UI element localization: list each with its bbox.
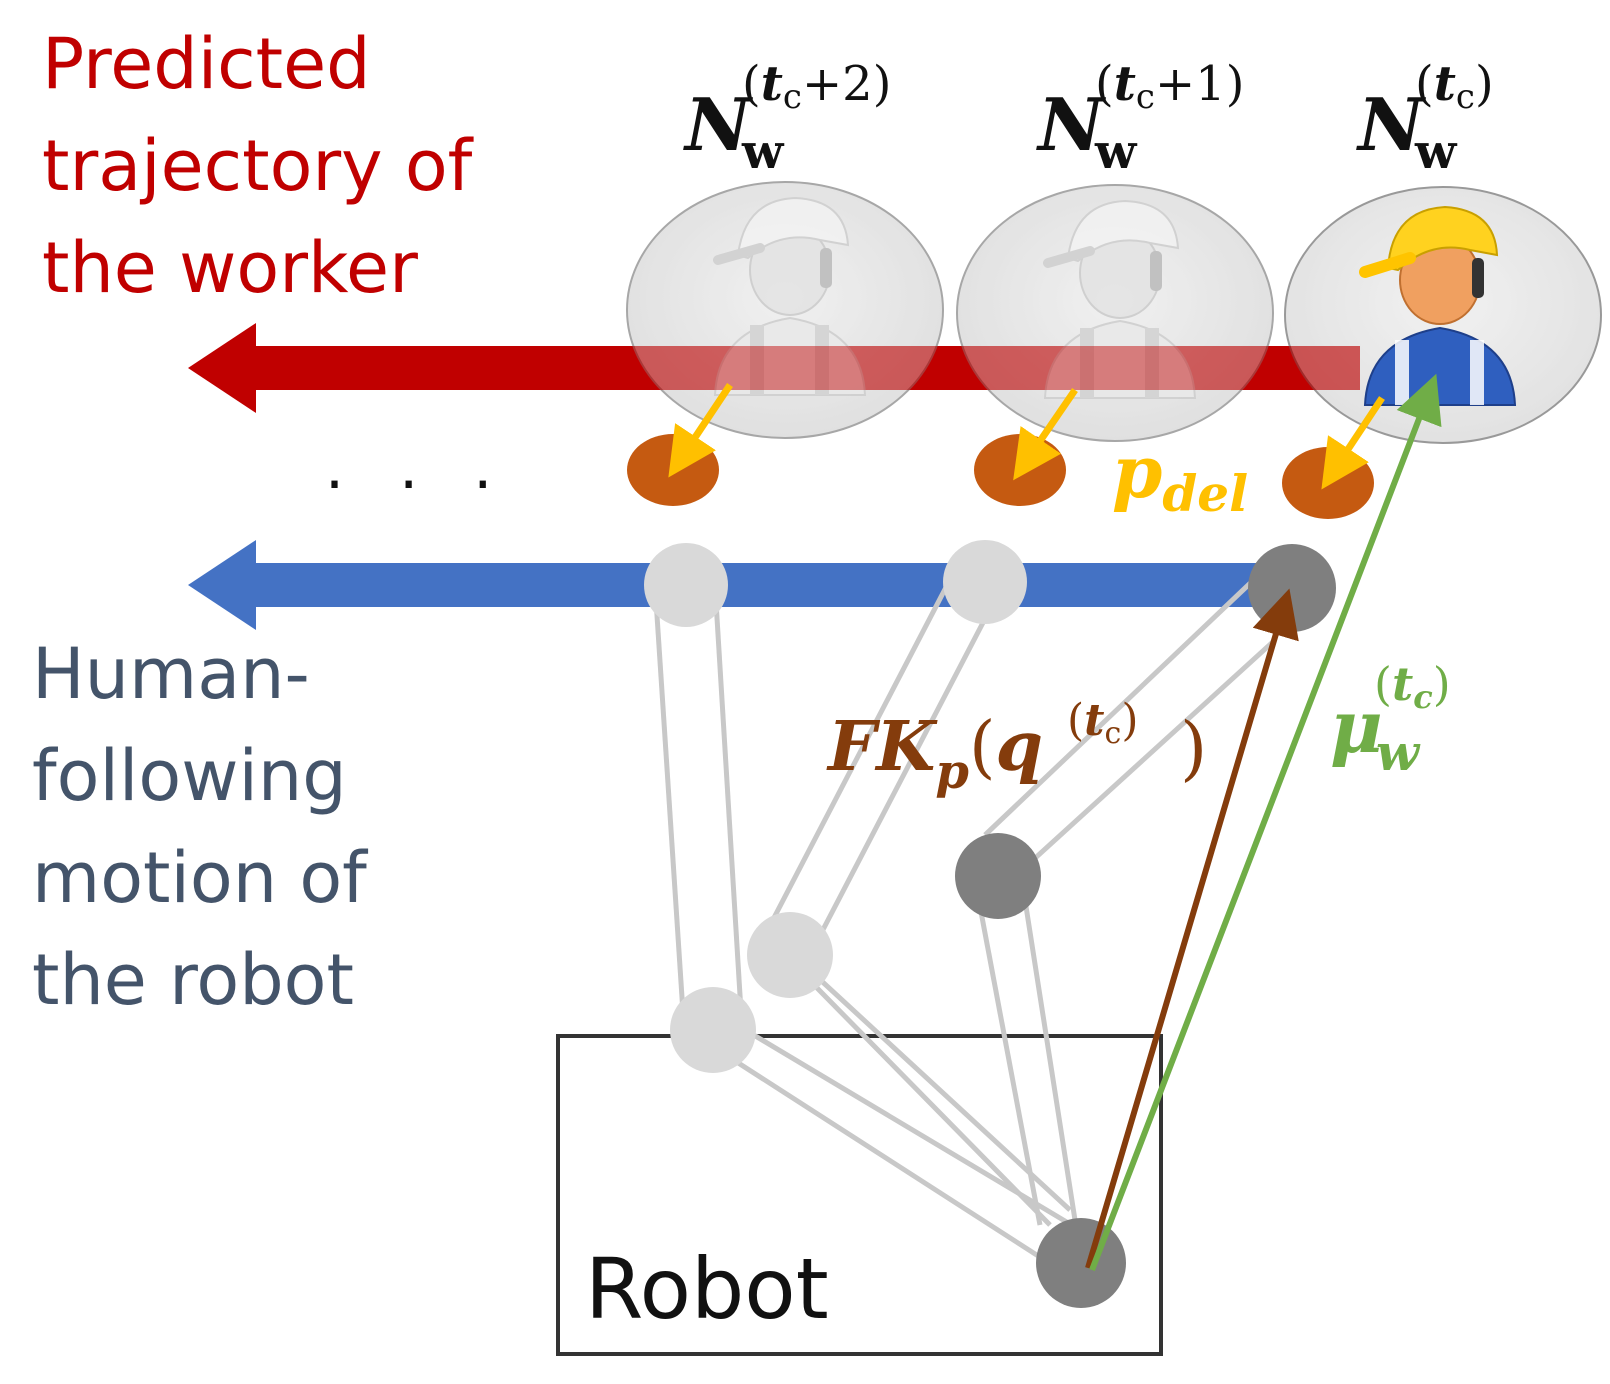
- worker-trajectory-label: Predicted trajectory of the worker: [42, 23, 474, 309]
- robot-label: Robot: [585, 1240, 829, 1338]
- ellipsis-dots: . . .: [325, 433, 510, 503]
- svg-text:): ): [1180, 707, 1207, 789]
- robot-arm-pose-current: [972, 570, 1277, 1226]
- svg-text:FKp(q: FKp(q: [826, 707, 1043, 800]
- worker-node-tc: [1284, 186, 1602, 444]
- svg-text:w: w: [1376, 723, 1421, 782]
- robot-motion-arrow: [188, 540, 1280, 630]
- svg-text:N: N: [1356, 82, 1427, 167]
- robot-motion-label: Human- following motion of the robot: [32, 633, 368, 1021]
- mu-vector: [1089, 373, 1442, 1272]
- svg-text:w: w: [741, 124, 785, 180]
- robot-label-line2: following: [32, 735, 347, 817]
- robot-label-line1: Human-: [32, 633, 310, 715]
- robot-label-line4: the robot: [32, 939, 354, 1021]
- worker-label-line1: Predicted: [42, 23, 371, 105]
- svg-text:w: w: [1094, 124, 1138, 180]
- joint-current-elbow: [955, 833, 1041, 919]
- svg-text:(tc): (tc): [1374, 657, 1451, 716]
- joint-pose1-end: [943, 540, 1027, 624]
- joint-pose1-elbow: [747, 912, 833, 998]
- node-label-tc2: N w (tc+2): [683, 56, 891, 180]
- joint-base: [1036, 1218, 1126, 1308]
- node-label-tc1: N w (tc+1): [1036, 56, 1244, 180]
- pdel-arrow-tc2: [668, 383, 733, 478]
- svg-text:(tc): (tc): [1415, 56, 1494, 117]
- mu-label: μ w (tc): [1330, 657, 1451, 782]
- joint-current-end: [1248, 544, 1336, 632]
- svg-text:μ: μ: [1330, 684, 1383, 769]
- svg-text:(tc): (tc): [1067, 695, 1138, 751]
- pdel-disk-tc2: [627, 434, 719, 506]
- worker-label-line3: the worker: [42, 227, 418, 309]
- robot-label-line3: motion of: [32, 837, 368, 919]
- pdel-label: pdel: [1112, 429, 1248, 523]
- svg-text:pdel: pdel: [1112, 429, 1248, 523]
- worker-ghost-icon-tc1: [1043, 199, 1197, 399]
- svg-text:w: w: [1414, 124, 1458, 180]
- pdel-disk-tc1: [974, 434, 1066, 506]
- pdel-disk-tc: [1282, 447, 1374, 519]
- worker-trajectory-overlay: [630, 346, 1360, 390]
- joint-pose2-end: [644, 543, 728, 627]
- svg-text:N: N: [683, 82, 754, 167]
- worker-label-line2: trajectory of: [42, 125, 474, 207]
- pdel-arrow-tc1: [1013, 388, 1078, 481]
- worker-node-tc2: [626, 181, 944, 439]
- joint-pose2-elbow: [670, 987, 756, 1073]
- fk-vector: [1085, 588, 1299, 1269]
- fk-label: FKp(q (tc) ): [826, 695, 1207, 800]
- pdel-arrow-tc: [1321, 396, 1385, 490]
- worker-ghost-icon-tc2: [713, 196, 867, 396]
- svg-text:(tc+2): (tc+2): [742, 56, 891, 117]
- svg-text:(tc+1): (tc+1): [1095, 56, 1244, 117]
- node-label-tc: N w (tc): [1356, 56, 1494, 180]
- svg-text:N: N: [1036, 82, 1107, 167]
- worker-node-tc1: [956, 184, 1274, 442]
